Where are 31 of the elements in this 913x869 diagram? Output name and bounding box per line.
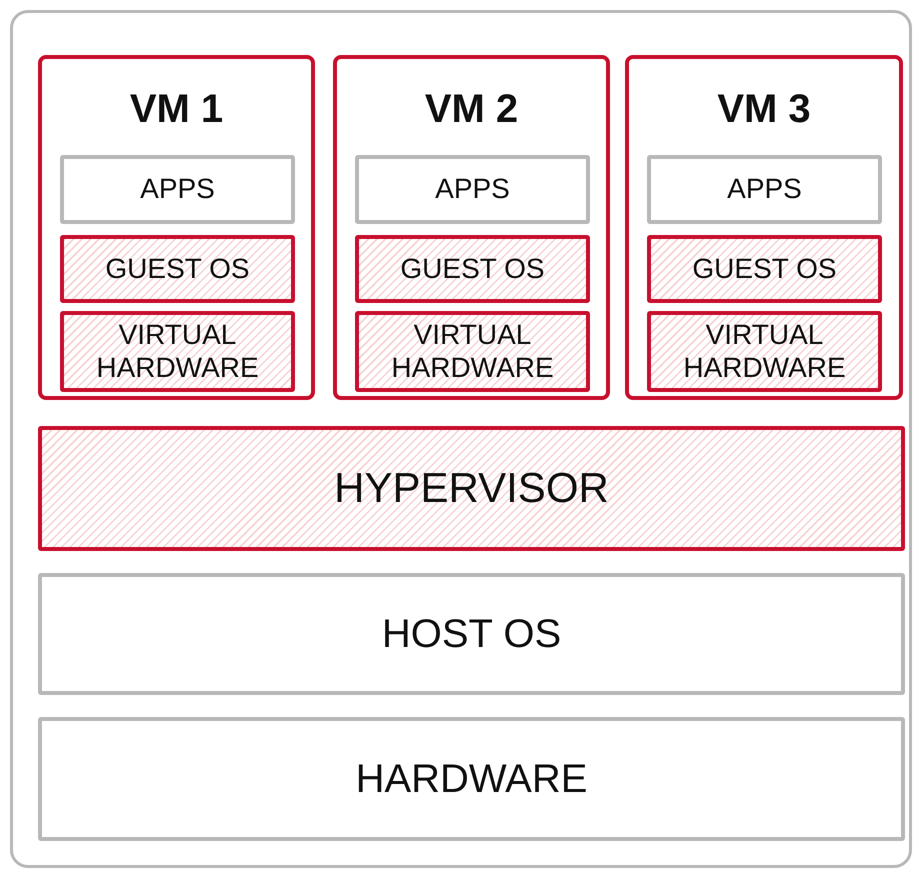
layer-box: [38, 717, 905, 841]
layer-label: APPS: [727, 173, 802, 206]
layer-box: [38, 426, 905, 551]
layer-box: [355, 155, 590, 224]
layer-box: [60, 155, 295, 224]
layer-label: GUEST OS: [400, 252, 545, 286]
layer-box: [355, 235, 590, 303]
layer-label: GUEST OS: [692, 252, 837, 286]
layer-label: HOST OS: [382, 611, 562, 657]
layer-box: [647, 235, 882, 303]
vm-box: [333, 55, 610, 400]
layer-box: [647, 155, 882, 224]
layer-box: [355, 311, 590, 392]
layer-label: GUEST OS: [105, 252, 250, 286]
vm-title: VM 2: [424, 87, 520, 132]
layer-label: APPS: [435, 173, 510, 206]
layer-box: [60, 235, 295, 303]
layer-label: HYPERVISOR: [334, 464, 609, 513]
layer-label: APPS: [140, 173, 215, 206]
layer-label: VIRTUAL HARDWARE: [682, 319, 847, 384]
layer-box: [38, 573, 905, 695]
layer-box: [647, 311, 882, 392]
layer-label: VIRTUAL HARDWARE: [95, 319, 260, 384]
layer-label: HARDWARE: [356, 756, 588, 802]
vm-title: VM 3: [716, 87, 812, 132]
layer-box: [60, 311, 295, 392]
vm-box: [625, 55, 903, 400]
vm-title: VM 1: [128, 87, 224, 132]
layer-label: VIRTUAL HARDWARE: [390, 319, 555, 384]
vm-box: [38, 55, 315, 400]
frame-box: [10, 10, 912, 868]
